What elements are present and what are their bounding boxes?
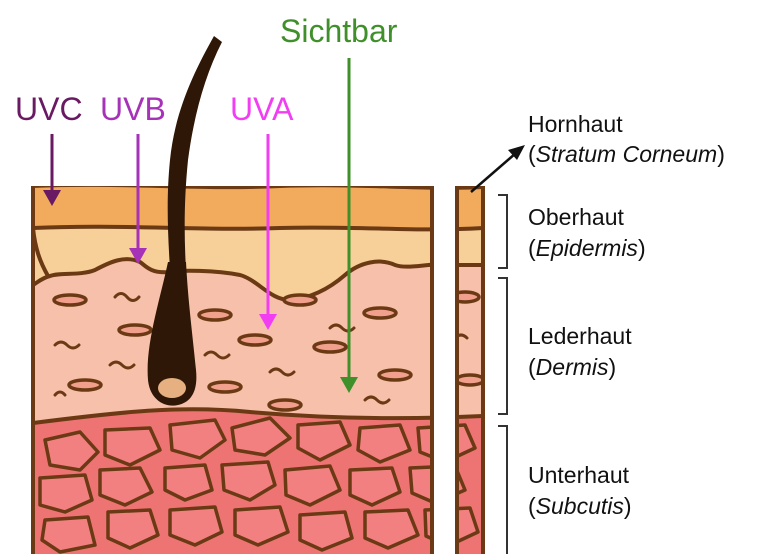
dermis-name: Lederhaut <box>528 323 632 349</box>
subcutis-latin: (Subcutis) <box>528 493 632 519</box>
subcutis-name: Unterhaut <box>528 462 630 488</box>
dermis-cell <box>364 308 396 318</box>
corneum-pointer <box>471 145 525 192</box>
corneum-name: Hornhaut <box>528 111 623 137</box>
layer-label-subcutis: Unterhaut (Subcutis) <box>528 462 632 519</box>
layer-label-epidermis: Oberhaut (Epidermis) <box>528 204 646 261</box>
dermis-cell <box>456 375 484 385</box>
epidermis-bracket <box>498 195 507 268</box>
uvc-label: UVC <box>15 91 83 127</box>
skin-block <box>33 185 484 554</box>
layer-brackets <box>498 195 507 554</box>
dermis-latin: (Dermis) <box>528 354 616 380</box>
epidermis-name: Oberhaut <box>528 204 625 230</box>
fat-cell <box>42 517 95 552</box>
visible-light-label: Sichtbar <box>280 13 398 49</box>
corneum-latin: (Stratum Corneum) <box>528 141 725 167</box>
subcutis-bracket <box>498 426 507 554</box>
dermis-cell <box>239 335 271 345</box>
epidermis-latin: (Epidermis) <box>528 235 646 261</box>
dermis-cell <box>119 325 151 335</box>
uva-label: UVA <box>230 91 294 127</box>
dermis-cell <box>199 310 231 320</box>
dermis-cell <box>209 382 241 392</box>
layer-label-corneum: Hornhaut (Stratum Corneum) <box>528 111 725 167</box>
layer-label-dermis: Lederhaut (Dermis) <box>528 323 632 380</box>
dermis-cell <box>69 380 101 390</box>
hair-bulb <box>158 378 186 398</box>
section-gap <box>432 180 457 554</box>
dermis-cell <box>54 295 86 305</box>
dermis-cell <box>314 342 346 352</box>
dermis-cell <box>284 295 316 305</box>
dermis-cell <box>379 370 411 380</box>
dermis-bracket <box>498 278 507 414</box>
dermis-cell <box>269 400 301 410</box>
stratum-corneum-layer <box>33 185 483 230</box>
uvb-label: UVB <box>100 91 166 127</box>
